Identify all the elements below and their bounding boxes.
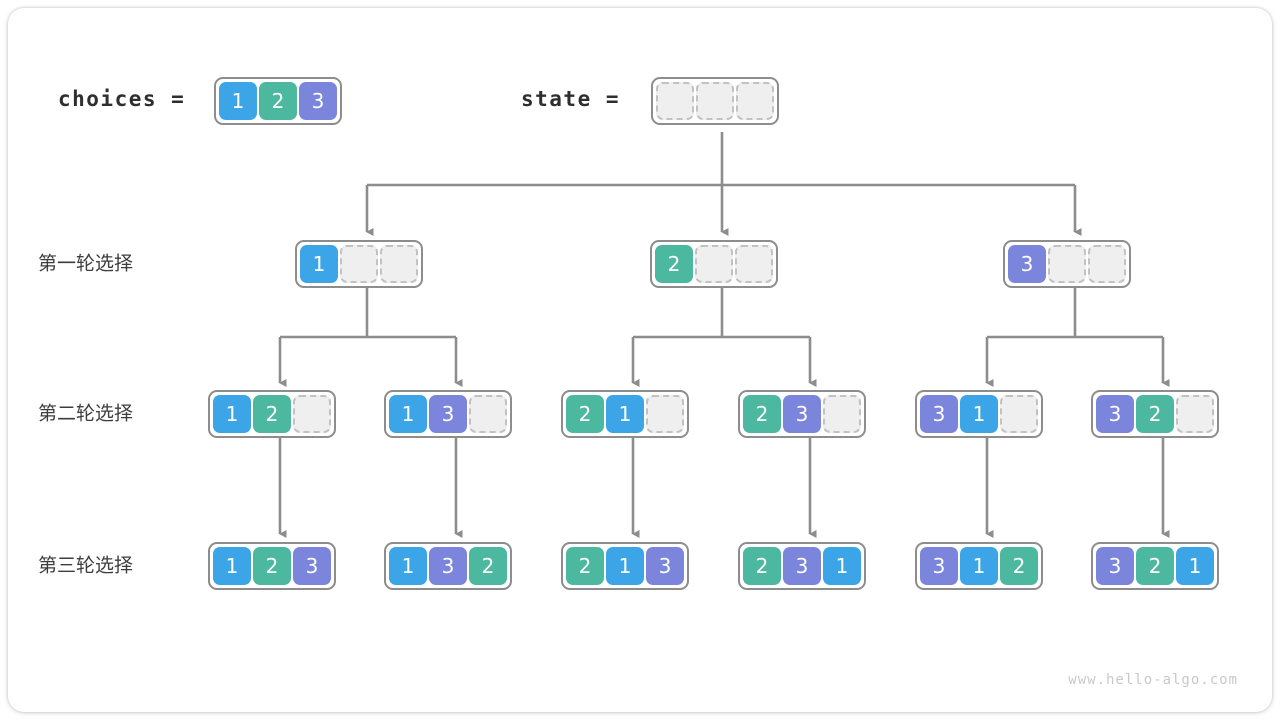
node-level3-0-cell-2: 3 bbox=[293, 547, 331, 585]
node-level1-1-cell-2 bbox=[735, 245, 773, 283]
state-cell-0 bbox=[656, 82, 694, 120]
row-label-level-1: 第一轮选择 bbox=[38, 252, 134, 275]
node-level3-0-cell-1: 2 bbox=[253, 547, 291, 585]
node-level3-4-cell-1: 1 bbox=[960, 547, 998, 585]
node-level3-5-cell-1: 2 bbox=[1136, 547, 1174, 585]
node-level2-5-cell-1: 2 bbox=[1136, 395, 1174, 433]
node-level2-4-cell-1: 1 bbox=[960, 395, 998, 433]
node-level2-4-cell-0: 3 bbox=[920, 395, 958, 433]
state-cell-1 bbox=[696, 82, 734, 120]
node-level3-1-cell-1: 3 bbox=[429, 547, 467, 585]
node-level2-3-cell-1: 3 bbox=[783, 395, 821, 433]
node-level2-1-cell-2 bbox=[469, 395, 507, 433]
node-level3-0-cell-0: 1 bbox=[213, 547, 251, 585]
node-level2-1-cell-1: 3 bbox=[429, 395, 467, 433]
node-level1-1-cell-1 bbox=[695, 245, 733, 283]
node-level2-5-cell-0: 3 bbox=[1096, 395, 1134, 433]
node-level2-2-cell-2 bbox=[646, 395, 684, 433]
node-level2-2-cell-0: 2 bbox=[566, 395, 604, 433]
node-level3-4-cell-2: 2 bbox=[1000, 547, 1038, 585]
node-level3-3-cell-0: 2 bbox=[743, 547, 781, 585]
choices-cell-1: 2 bbox=[259, 82, 297, 120]
node-level1-1: 2 bbox=[650, 240, 778, 288]
node-level2-2-cell-1: 1 bbox=[606, 395, 644, 433]
node-level1-2-cell-0: 3 bbox=[1008, 245, 1046, 283]
watermark: www.hello-algo.com bbox=[1068, 672, 1238, 688]
node-level1-0: 1 bbox=[295, 240, 423, 288]
node-level3-2-cell-2: 3 bbox=[646, 547, 684, 585]
node-level1-0-cell-2 bbox=[380, 245, 418, 283]
node-level2-1-cell-0: 1 bbox=[389, 395, 427, 433]
node-level3-1-cell-0: 1 bbox=[389, 547, 427, 585]
state-label: state = bbox=[521, 87, 621, 111]
node-level3-1-cell-2: 2 bbox=[469, 547, 507, 585]
node-level3-3-cell-1: 3 bbox=[783, 547, 821, 585]
node-level2-0-cell-0: 1 bbox=[213, 395, 251, 433]
node-level1-0-cell-1 bbox=[340, 245, 378, 283]
choices-label: choices = bbox=[58, 87, 186, 111]
node-level3-2-cell-1: 1 bbox=[606, 547, 644, 585]
node-level3-5-cell-2: 1 bbox=[1176, 547, 1214, 585]
node-level2-0-cell-1: 2 bbox=[253, 395, 291, 433]
state-array bbox=[651, 77, 779, 125]
node-level2-3-cell-0: 2 bbox=[743, 395, 781, 433]
node-level1-1-cell-0: 2 bbox=[655, 245, 693, 283]
row-label-level-3: 第三轮选择 bbox=[38, 554, 134, 577]
node-level1-0-cell-0: 1 bbox=[300, 245, 338, 283]
node-level3-4-cell-0: 3 bbox=[920, 547, 958, 585]
node-level2-3-cell-2 bbox=[823, 395, 861, 433]
choices-cell-2: 3 bbox=[299, 82, 337, 120]
card-frame bbox=[8, 8, 1272, 712]
row-label-level-2: 第二轮选择 bbox=[38, 402, 134, 425]
node-level3-5-cell-0: 3 bbox=[1096, 547, 1134, 585]
choices-cell-0: 1 bbox=[219, 82, 257, 120]
state-cell-2 bbox=[736, 82, 774, 120]
node-level2-4-cell-2 bbox=[1000, 395, 1038, 433]
node-level1-2: 3 bbox=[1003, 240, 1131, 288]
node-level1-2-cell-1 bbox=[1048, 245, 1086, 283]
node-level3-3-cell-2: 1 bbox=[823, 547, 861, 585]
node-level1-2-cell-2 bbox=[1088, 245, 1126, 283]
node-level2-0-cell-2 bbox=[293, 395, 331, 433]
node-level3-2-cell-0: 2 bbox=[566, 547, 604, 585]
node-level2-5-cell-2 bbox=[1176, 395, 1214, 433]
